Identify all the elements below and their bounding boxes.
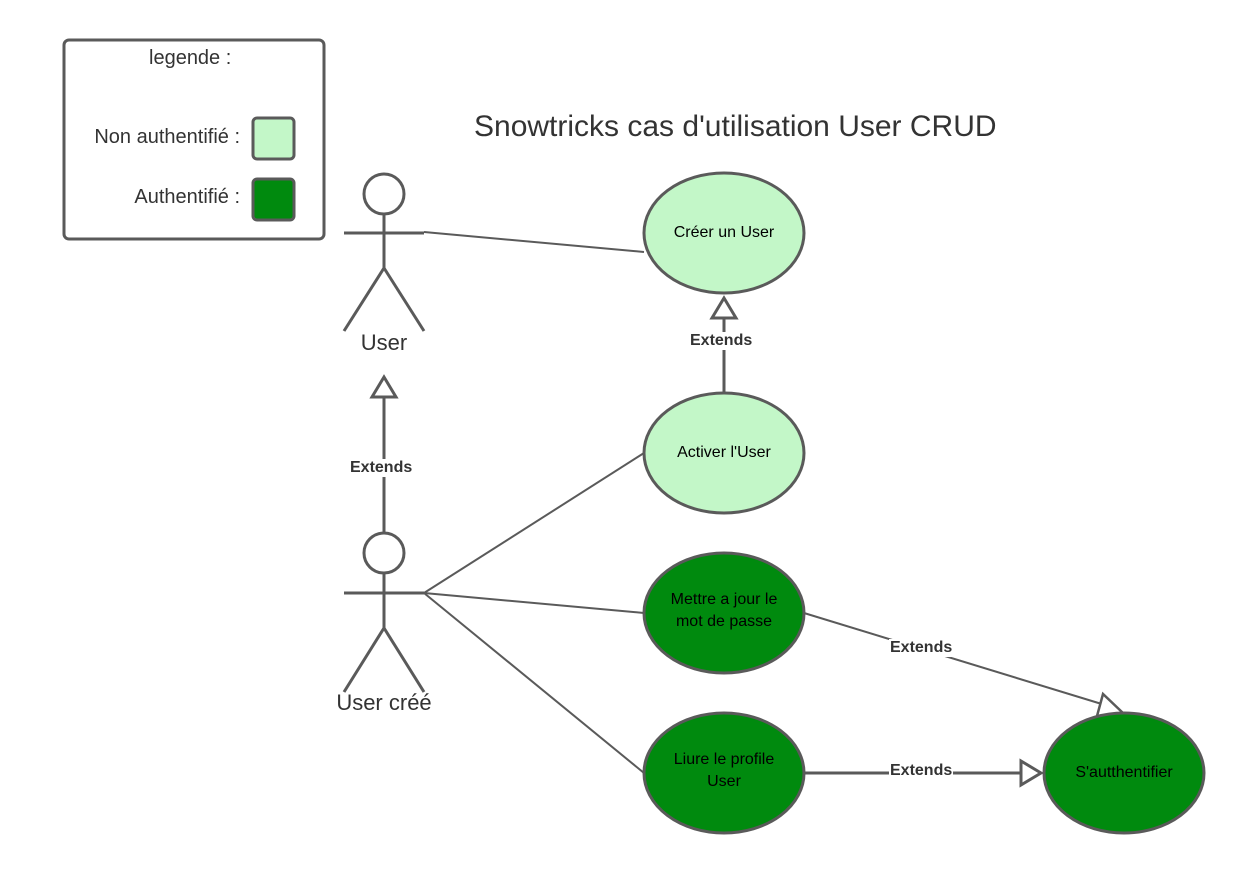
assoc-user-create [423,231,645,253]
assoc-created-password [423,592,645,614]
usecase-activate-user-shape [642,391,806,515]
usecase-read-profile-label: Liure le profile User [654,749,794,793]
extends-password-auth [803,612,1126,718]
legend-swatch-non-authenticated [251,116,296,161]
usecase-activate-user-text: Activer l'User [677,444,771,461]
usecase-activate-user-label: Activer l'User [654,433,794,473]
extends-label-activate-to-create: Extends [689,332,754,350]
usecase-create-user-text: Créer un User [673,224,775,241]
legend-label-authenticated: Authentifié : [134,186,240,208]
diagram-title: Snowtricks cas d'utilisation User CRUD [474,110,997,143]
extends-relations [369,295,1044,788]
legend-swatch-authenticated [251,177,296,222]
usecase-authenticate-text: S'autthentifier [1075,764,1173,781]
actor-user-created-figure [342,531,426,693]
usecase-authenticate-shape [1042,711,1206,835]
usecase-create-user-label: Créer un User [654,213,794,253]
usecase-create-user-shape [642,171,806,295]
usecase-read-profile-shape [642,711,806,835]
usecase-update-password-line2: mot de passe [675,613,773,630]
associations [423,231,645,774]
legend-label-non-authenticated: Non authentifié : [94,126,240,148]
usecase-read-profile-line2: User [707,773,741,790]
actor-user-created-label: User créé [336,690,432,715]
usecase-read-profile-line1: Liure le profile [673,751,775,768]
usecase-update-password-shape [642,551,806,675]
legend-heading: legende : [149,47,232,69]
extends-label-created-to-user: Extends [349,459,414,477]
usecase-authenticate-label: S'autthentifier [1054,753,1194,793]
usecase-update-password-line1: Mettre a jour le [670,591,778,608]
actor-user-label: User [360,330,408,355]
extends-label-password-to-auth: Extends [889,639,954,657]
actor-user-figure [342,172,426,332]
extends-label-profile-to-auth: Extends [889,762,954,780]
assoc-created-activate [423,452,645,594]
usecase-update-password-label: Mettre a jour le mot de passe [654,589,794,633]
assoc-created-profile [423,592,645,774]
